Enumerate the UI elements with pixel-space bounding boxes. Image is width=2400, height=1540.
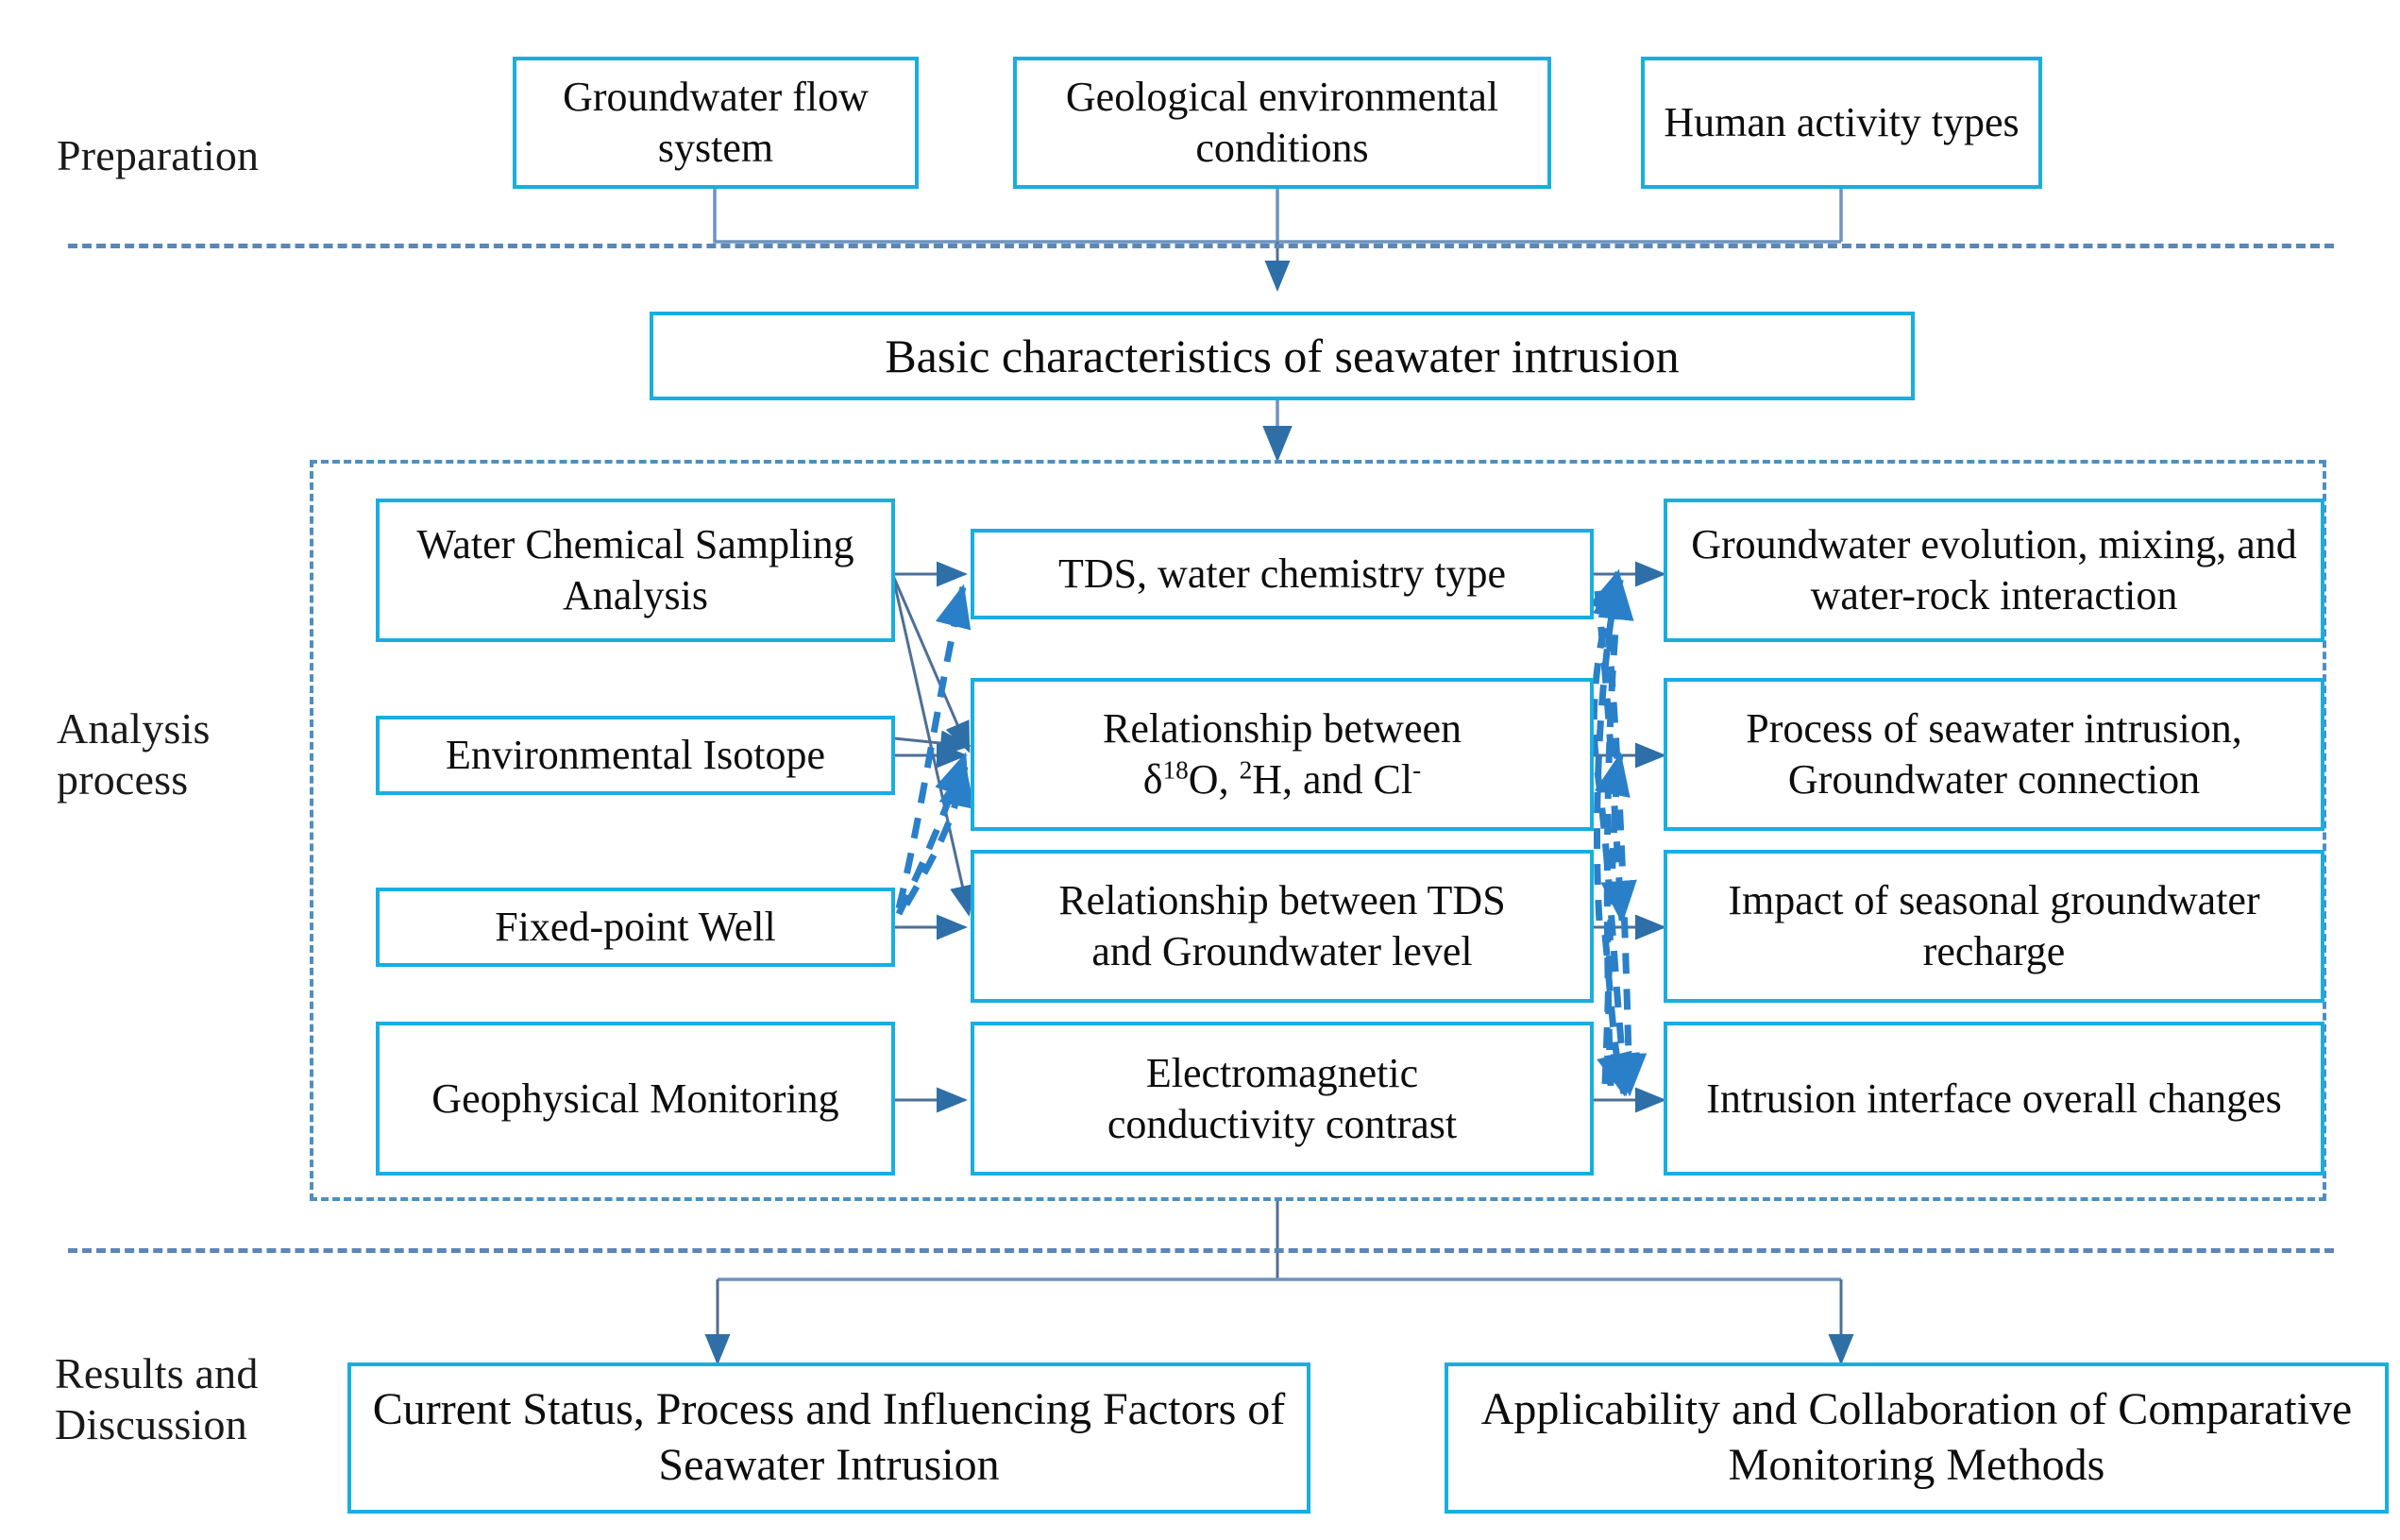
node-groundwater-flow-system[interactable]: Groundwater flow system xyxy=(513,57,919,189)
node-label: Geological environmental conditions xyxy=(1065,74,1499,171)
node-label: Fixed-point Well xyxy=(495,904,776,951)
node-label: Groundwater flow system xyxy=(563,74,869,171)
node-impact-of-seasonal-recharge[interactable]: Impact of seasonal groundwater recharge xyxy=(1664,850,2324,1003)
node-applicability-collaboration-methods[interactable]: Applicability and Collaboration of Compa… xyxy=(1445,1362,2389,1514)
analysis-process-region xyxy=(310,460,2326,1201)
separator-preparation-analysis xyxy=(68,244,2334,248)
stage-label-analysis: Analysis process xyxy=(57,704,211,804)
node-fixed-point-well[interactable]: Fixed-point Well xyxy=(376,888,895,967)
analysis-to-results-connector xyxy=(704,1201,1854,1365)
node-label: Water Chemical Sampling Analysis xyxy=(416,521,854,618)
prep-to-summary-connector xyxy=(713,189,1843,292)
node-label: Geophysical Monitoring xyxy=(431,1075,839,1122)
node-water-chemical-sampling-analysis[interactable]: Water Chemical Sampling Analysis xyxy=(376,499,895,642)
node-label: Impact of seasonal groundwater recharge xyxy=(1728,877,2260,974)
node-tds-water-chemistry-type[interactable]: TDS, water chemistry type xyxy=(971,529,1594,619)
node-label: Intrusion interface overall changes xyxy=(1706,1075,2282,1122)
node-environmental-isotope[interactable]: Environmental Isotope xyxy=(376,716,895,795)
node-groundwater-evolution-mixing[interactable]: Groundwater evolution, mixing, and water… xyxy=(1664,499,2324,642)
node-label: Environmental Isotope xyxy=(445,732,825,779)
stage-label-preparation: Preparation xyxy=(57,131,260,179)
node-label: Current Status, Process and Influencing … xyxy=(372,1384,1286,1490)
node-process-of-seawater-intrusion[interactable]: Process of seawater intrusion, Groundwat… xyxy=(1664,678,2324,831)
node-geological-environmental-conditions[interactable]: Geological environmental conditions xyxy=(1013,57,1551,189)
separator-analysis-results xyxy=(68,1248,2334,1253)
node-geophysical-monitoring[interactable]: Geophysical Monitoring xyxy=(376,1022,895,1176)
node-intrusion-interface-changes[interactable]: Intrusion interface overall changes xyxy=(1664,1022,2324,1176)
node-label: Applicability and Collaboration of Compa… xyxy=(1480,1384,2353,1490)
node-label: TDS, water chemistry type xyxy=(1057,550,1507,598)
node-label: Basic characteristics of seawater intrus… xyxy=(885,329,1680,382)
node-label: Groundwater evolution, mixing, and water… xyxy=(1691,521,2297,618)
stage-label-results: Results and Discussion xyxy=(55,1349,259,1449)
node-label: Human activity types xyxy=(1664,99,2020,146)
node-basic-characteristics-of-seawater-intrusion[interactable]: Basic characteristics of seawater intrus… xyxy=(650,312,1915,400)
node-current-status-process-factors[interactable]: Current Status, Process and Influencing … xyxy=(347,1362,1310,1514)
node-human-activity-types[interactable]: Human activity types xyxy=(1641,57,2042,189)
node-label: Process of seawater intrusion, Groundwat… xyxy=(1746,705,2242,803)
